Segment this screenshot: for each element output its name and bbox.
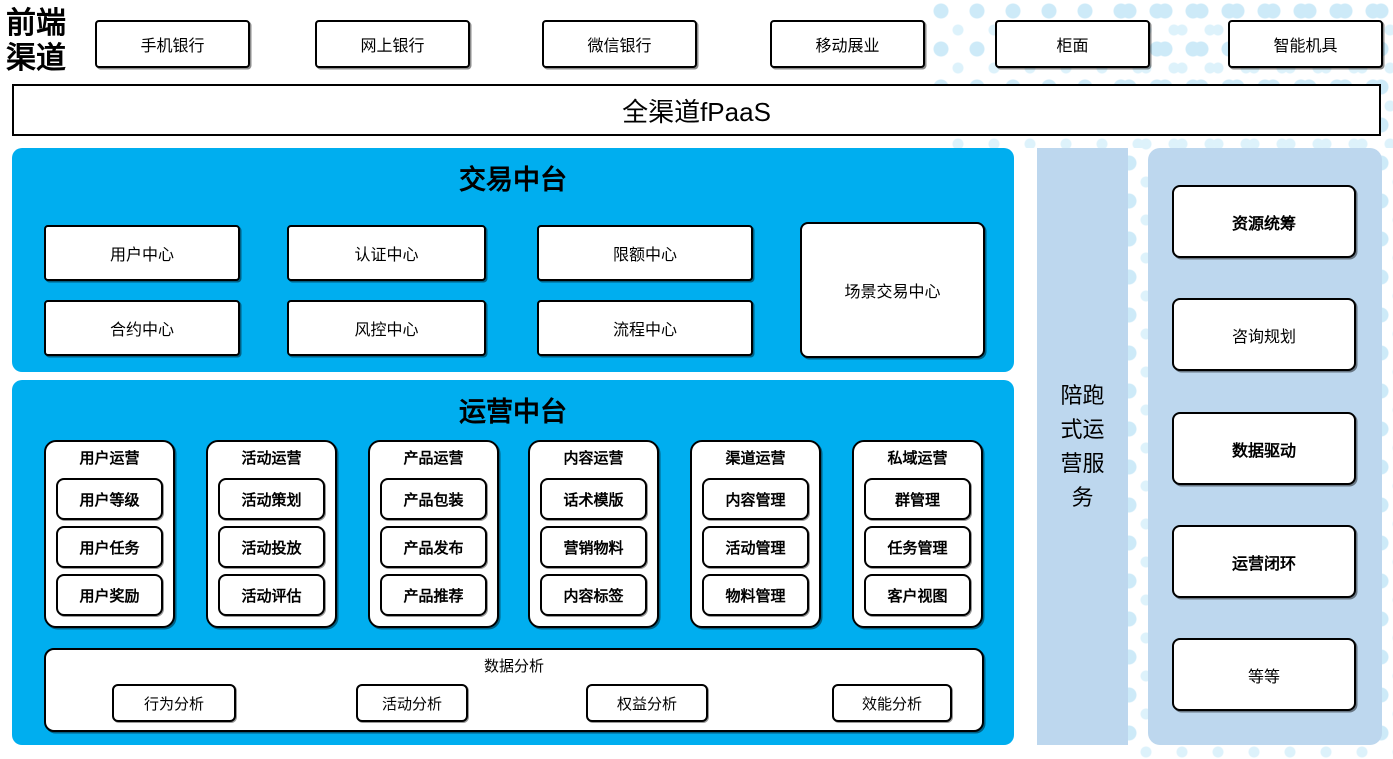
ops-item: 内容标签 bbox=[540, 574, 647, 616]
activity-analysis-box: 活动分析 bbox=[356, 684, 468, 722]
ops-item: 物料管理 bbox=[702, 574, 809, 616]
ops-item: 内容管理 bbox=[702, 478, 809, 520]
omnichannel-fpaas-bar: 全渠道fPaaS bbox=[12, 84, 1381, 136]
trade-platform-section: 交易中台 用户中心 认证中心 限额中心 合约中心 风控中心 流程中心 场景交易中… bbox=[12, 148, 1014, 372]
channel-mobile-outreach: 移动展业 bbox=[770, 20, 925, 68]
data-driven-box: 数据驱动 bbox=[1172, 412, 1356, 485]
ops-item: 用户任务 bbox=[56, 526, 163, 568]
ops-item: 活动评估 bbox=[218, 574, 325, 616]
ops-column-title: 用户运营 bbox=[79, 450, 140, 467]
ops-item: 产品包装 bbox=[380, 478, 487, 520]
ops-platform-section: 运营中台 用户运营 用户等级 用户任务 用户奖励 活动运营 活动策划 活动投放 … bbox=[12, 380, 1014, 745]
limit-center-box: 限额中心 bbox=[537, 225, 753, 281]
risk-center-box: 风控中心 bbox=[287, 300, 486, 356]
ops-column-activity: 活动运营 活动策划 活动投放 活动评估 bbox=[206, 440, 337, 628]
ops-item: 用户奖励 bbox=[56, 574, 163, 616]
companion-service-bar: 陪跑式运营服务 bbox=[1037, 148, 1128, 745]
ops-column-private-domain: 私域运营 群管理 任务管理 客户视图 bbox=[852, 440, 983, 628]
scene-trade-center-box: 场景交易中心 bbox=[800, 222, 985, 358]
ops-column-user: 用户运营 用户等级 用户任务 用户奖励 bbox=[44, 440, 175, 628]
ops-column-title: 渠道运营 bbox=[725, 450, 786, 467]
ops-item: 产品发布 bbox=[380, 526, 487, 568]
channel-online-banking: 网上银行 bbox=[315, 20, 470, 68]
ops-column-title: 内容运营 bbox=[563, 450, 624, 467]
channel-mobile-banking: 手机银行 bbox=[95, 20, 250, 68]
ops-item: 任务管理 bbox=[864, 526, 971, 568]
channel-smart-devices: 智能机具 bbox=[1228, 20, 1383, 68]
front-channels-label: 前端渠道 bbox=[6, 7, 66, 75]
ops-column-title: 活动运营 bbox=[241, 450, 302, 467]
ops-platform-title: 运营中台 bbox=[459, 397, 567, 427]
ops-item: 营销物料 bbox=[540, 526, 647, 568]
ops-item: 用户等级 bbox=[56, 478, 163, 520]
behavior-analysis-box: 行为分析 bbox=[112, 684, 236, 722]
ops-column-channel: 渠道运营 内容管理 活动管理 物料管理 bbox=[690, 440, 821, 628]
process-center-box: 流程中心 bbox=[537, 300, 753, 356]
ops-item: 群管理 bbox=[864, 478, 971, 520]
ops-closed-loop-box: 运营闭环 bbox=[1172, 525, 1356, 598]
ops-column-content: 内容运营 话术模版 营销物料 内容标签 bbox=[528, 440, 659, 628]
channel-counter: 柜面 bbox=[995, 20, 1150, 68]
channel-wechat-banking: 微信银行 bbox=[542, 20, 697, 68]
contract-center-box: 合约中心 bbox=[44, 300, 240, 356]
ops-item: 话术模版 bbox=[540, 478, 647, 520]
auth-center-box: 认证中心 bbox=[287, 225, 486, 281]
efficiency-analysis-box: 效能分析 bbox=[832, 684, 952, 722]
data-analysis-section: 数据分析 行为分析 活动分析 权益分析 效能分析 bbox=[44, 648, 984, 732]
rights-analysis-box: 权益分析 bbox=[586, 684, 708, 722]
companion-service-label: 陪跑式运营服务 bbox=[1060, 382, 1105, 510]
ops-item: 客户视图 bbox=[864, 574, 971, 616]
etc-box: 等等 bbox=[1172, 638, 1356, 711]
service-panel: 资源统筹 咨询规划 数据驱动 运营闭环 等等 bbox=[1148, 148, 1382, 745]
trade-platform-title: 交易中台 bbox=[459, 165, 567, 195]
data-analysis-title: 数据分析 bbox=[483, 658, 544, 675]
ops-column-product: 产品运营 产品包装 产品发布 产品推荐 bbox=[368, 440, 499, 628]
consulting-planning-box: 咨询规划 bbox=[1172, 298, 1356, 371]
ops-column-title: 产品运营 bbox=[403, 450, 464, 467]
ops-item: 活动管理 bbox=[702, 526, 809, 568]
ops-column-title: 私域运营 bbox=[887, 450, 948, 467]
ops-item: 产品推荐 bbox=[380, 574, 487, 616]
ops-item: 活动投放 bbox=[218, 526, 325, 568]
ops-item: 活动策划 bbox=[218, 478, 325, 520]
user-center-box: 用户中心 bbox=[44, 225, 240, 281]
resource-coordination-box: 资源统筹 bbox=[1172, 185, 1356, 258]
